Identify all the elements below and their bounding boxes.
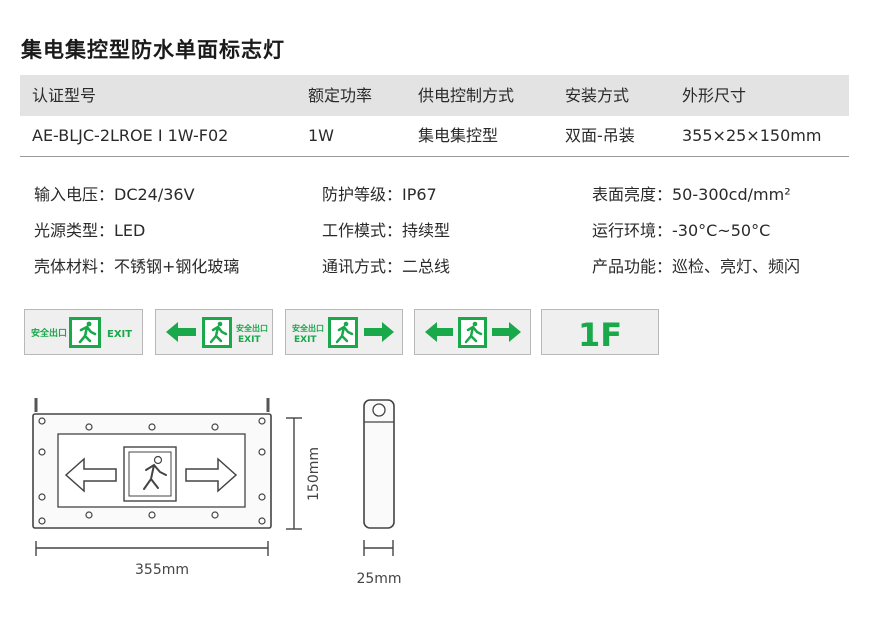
dimension-drawings: 355mm 150mm 25mm: [32, 398, 402, 587]
cell-supply: 集电集控型: [418, 126, 499, 145]
cell-size: 355×25×150mm: [682, 126, 822, 145]
height-dimension: [286, 417, 302, 530]
sign-cn-label: 安全出口: [292, 323, 324, 333]
right-arrow-icon: [185, 457, 238, 493]
header-size: 外形尺寸: [682, 86, 747, 105]
right-arrow-icon: [492, 322, 521, 342]
sign-exit-label: EXIT: [107, 329, 132, 340]
param-mode: 工作模式：持续型: [322, 221, 451, 240]
left-arrow-icon: [425, 322, 453, 342]
sign-exit-label: EXIT: [238, 335, 261, 345]
running-man-icon: [328, 317, 358, 348]
running-man-icon: [123, 446, 177, 502]
width-label: 355mm: [135, 562, 189, 578]
running-man-icon: [69, 317, 101, 348]
header-power: 额定功率: [308, 86, 373, 105]
param-light-source: 光源类型：LED: [34, 221, 146, 240]
sign-exit-label: EXIT: [294, 335, 317, 345]
param-brightness: 表面亮度：50-300cd/mm²: [592, 185, 791, 204]
sign-cn-label: 安全出口: [31, 327, 67, 339]
cell-power: 1W: [308, 126, 334, 145]
front-view-drawing: [32, 398, 272, 529]
cell-model: AE-BLJC-2LROE I 1W-F02: [32, 126, 229, 145]
sign-double-arrow: [414, 309, 531, 355]
page-title: 集电集控型防水单面标志灯: [21, 38, 285, 62]
spec-table-header: 认证型号 额定功率 供电控制方式 安装方式 外形尺寸: [20, 75, 849, 116]
sign-floor: 1F: [541, 309, 659, 355]
sign-cn-label: 安全出口: [236, 323, 268, 333]
width-dimension: [35, 541, 269, 556]
param-comm: 通讯方式：二总线: [322, 257, 451, 276]
param-protection: 防护等级：IP67: [322, 185, 437, 204]
param-input-voltage: 输入电压：DC24/36V: [34, 185, 195, 204]
sign-right-arrow: 安全出口 EXIT: [285, 309, 403, 355]
param-function: 产品功能：巡检、亮灯、频闪: [592, 257, 801, 276]
depth-label: 25mm: [356, 571, 401, 587]
header-model: 认证型号: [32, 86, 97, 105]
header-supply: 供电控制方式: [418, 86, 515, 105]
sign-left-arrow: 安全出口 EXIT: [155, 309, 273, 355]
height-label: 150mm: [306, 447, 322, 501]
cell-install: 双面-吊装: [565, 126, 635, 145]
left-arrow-icon: [166, 322, 196, 342]
depth-dimension: [363, 540, 394, 556]
header-install: 安装方式: [565, 86, 630, 105]
right-arrow-icon: [364, 322, 394, 342]
running-man-icon: [458, 317, 487, 348]
running-man-icon: [202, 317, 232, 348]
spec-table: 认证型号 额定功率 供电控制方式 安装方式 外形尺寸 AE-BLJC-2LROE…: [20, 75, 849, 157]
floor-label: 1F: [578, 316, 622, 354]
spec-table-row: AE-BLJC-2LROE I 1W-F02 1W 集电集控型 双面-吊装 35…: [20, 116, 849, 157]
param-environment: 运行环境：-30°C~50°C: [592, 221, 771, 240]
left-arrow-icon: [64, 457, 117, 493]
side-view-drawing: [363, 399, 395, 529]
sign-exit-right-door: 安全出口 EXIT: [24, 309, 143, 355]
param-housing: 壳体材料：不锈钢+钢化玻璃: [34, 257, 240, 276]
